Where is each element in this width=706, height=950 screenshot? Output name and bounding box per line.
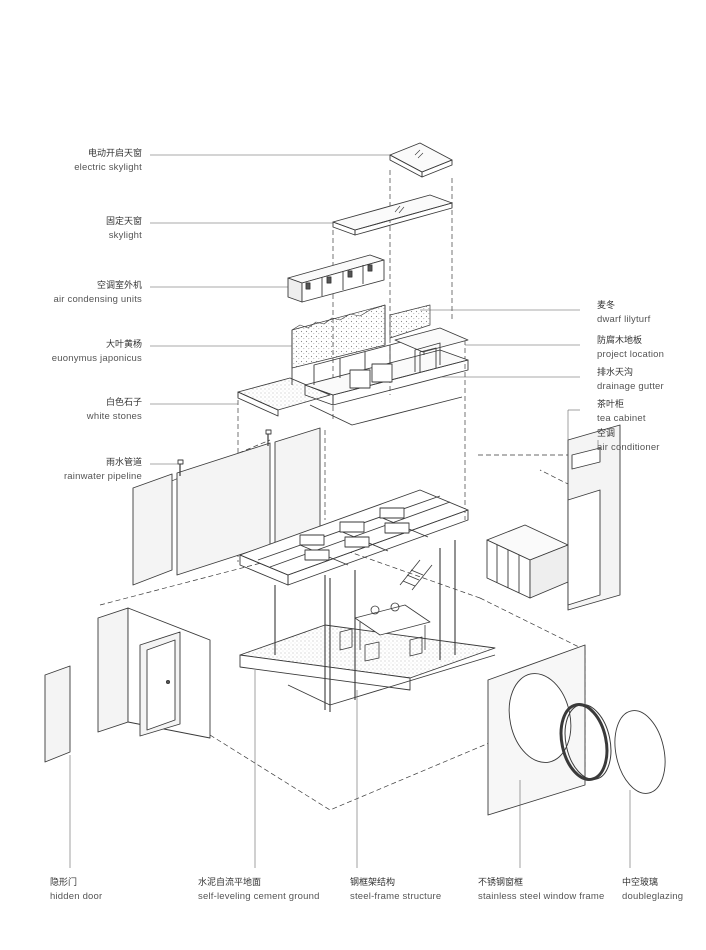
- label-en: rainwater pipeline: [63, 471, 142, 482]
- label-cn: 空调: [597, 429, 616, 439]
- label-en: air conditioner: [597, 442, 660, 453]
- fixed-skylight: [332, 194, 453, 236]
- label-air-conditioner: 空调 air conditioner: [597, 428, 660, 454]
- left-wall-panels: [132, 427, 321, 586]
- label-en: electric skylight: [74, 162, 142, 173]
- label-cn: 大叶黄杨: [105, 340, 142, 350]
- label-air-condensing-units: 空调室外机 air condensing units: [20, 280, 143, 306]
- label-rainwater-pipeline: 雨水管道 rainwater pipeline: [20, 457, 142, 483]
- label-dwarf-lilyturf: 麦冬 dwarf lilyturf: [597, 300, 650, 326]
- label-cn: 雨水管道: [105, 458, 142, 468]
- steel-window-frame: [559, 703, 612, 781]
- label-en: euonymus japonicus: [51, 353, 142, 364]
- label-cn: 固定天窗: [105, 217, 142, 227]
- label-cn: 排水天沟: [597, 368, 634, 378]
- label-en: self-leveling cement ground: [198, 891, 320, 902]
- label-cn: 中空玻璃: [622, 878, 659, 888]
- label-project-location: 防腐木地板 project location: [597, 335, 664, 361]
- ground-slab: [239, 624, 496, 706]
- air-condensing-units: [287, 254, 385, 303]
- steel-columns: [274, 540, 456, 712]
- label-cn: 电动开启天窗: [87, 149, 142, 159]
- label-en: tea cabinet: [597, 413, 646, 424]
- label-steel-frame-structure: 钢框架结构 steel-frame structure: [350, 877, 441, 903]
- hidden-door-wall: [44, 607, 211, 763]
- label-hidden-door: 隐形门 hidden door: [50, 877, 102, 903]
- label-cn: 空调室外机: [96, 281, 142, 291]
- label-cn: 不锈钢窗框: [478, 878, 524, 888]
- label-en: hidden door: [50, 891, 103, 902]
- electric-skylight: [389, 142, 453, 178]
- label-en: stainless steel window frame: [478, 891, 605, 902]
- label-en: project location: [597, 349, 665, 360]
- label-tea-cabinet: 茶叶柜 tea cabinet: [597, 399, 646, 425]
- label-cn: 白色石子: [105, 398, 142, 408]
- label-cn: 麦冬: [597, 301, 616, 311]
- label-en: dwarf lilyturf: [597, 314, 651, 325]
- label-drainage-gutter: 排水天沟 drainage gutter: [597, 367, 664, 393]
- label-skylight: 固定天窗 skylight: [20, 216, 142, 242]
- label-stainless-steel-window-frame: 不锈钢窗框 stainless steel window frame: [478, 877, 605, 903]
- label-cn: 钢框架结构: [350, 878, 396, 888]
- label-white-stones: 白色石子 white stones: [20, 397, 142, 423]
- label-electric-skylight: 电动开启天窗 electric skylight: [20, 148, 142, 174]
- label-en: doubleglazing: [622, 891, 684, 902]
- tea-cabinet: [486, 524, 569, 599]
- leader-lines: [69, 154, 631, 868]
- round-window-wall: [487, 644, 586, 816]
- label-euonymus-japonicus: 大叶黄杨 euonymus japonicus: [20, 339, 142, 365]
- label-en: air condensing units: [53, 294, 142, 305]
- steel-frame-roof: [239, 489, 469, 586]
- label-self-leveling-cement-ground: 水泥自流平地面 self-leveling cement ground: [198, 877, 320, 903]
- roof-garden: [237, 304, 469, 426]
- label-doubleglazing: 中空玻璃 doubleglazing: [622, 877, 683, 903]
- label-en: skylight: [108, 230, 142, 241]
- label-cn: 水泥自流平地面: [198, 878, 262, 888]
- label-cn: 隐形门: [50, 878, 78, 888]
- label-en: drainage gutter: [597, 381, 664, 392]
- label-cn: 茶叶柜: [597, 400, 625, 410]
- right-wall-panel: [567, 424, 621, 611]
- label-en: steel-frame structure: [350, 891, 442, 902]
- dining-set: [339, 559, 433, 662]
- label-cn: 防腐木地板: [597, 336, 643, 346]
- double-glazing: [614, 710, 666, 794]
- label-en: white stones: [86, 411, 142, 422]
